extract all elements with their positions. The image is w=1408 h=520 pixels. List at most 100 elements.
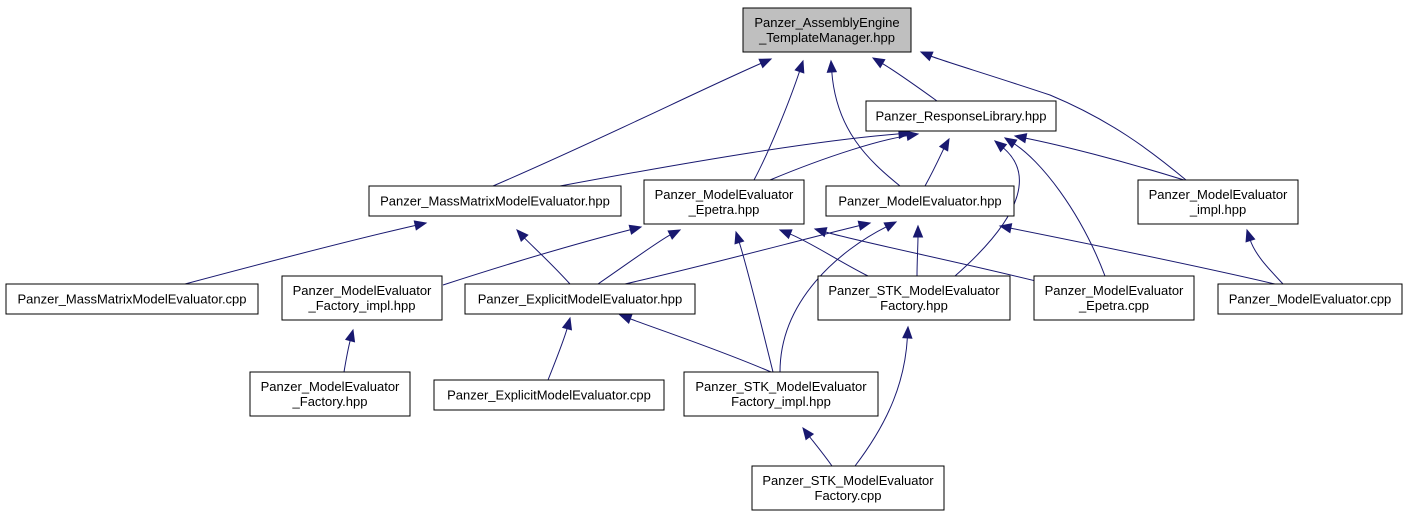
arrowhead-resp-to-root [871,57,886,69]
edge-mecpp-to-me [1009,227,1276,285]
node-explh[interactable]: Panzer_ExplicitModelEvaluator.hpp [464,283,696,315]
edge-masscpp-to-massh [184,224,417,285]
edge-stkfh-to-resp [954,146,1020,277]
arrowhead-explcpp-to-explh [561,316,573,331]
edge-massh-to-resp [559,133,901,187]
node-box-masscpp[interactable] [5,283,259,315]
node-label-me-0: Panzer_ModelEvaluator.hpp [838,194,1001,209]
node-box-explh[interactable] [464,283,696,315]
node-meimpl[interactable]: Panzer_ModelEvaluator_impl.hpp [1137,179,1299,225]
arrowhead-massh-to-root [758,58,773,69]
node-label-explh-0: Panzer_ExplicitModelEvaluator.hpp [478,292,683,307]
node-box-mecpp[interactable] [1217,283,1403,315]
node-box-meimpl[interactable] [1137,179,1299,225]
node-label-stkfi-1: Factory_impl.hpp [731,394,831,409]
arrowhead-mecpp-to-me [998,223,1013,234]
node-massh[interactable]: Panzer_MassMatrixModelEvaluator.hpp [368,185,622,217]
node-label-stkfh-0: Panzer_STK_ModelEvaluator [828,283,1000,298]
edge-stkfh-to-me [916,235,919,277]
edge-meimpl-to-resp [1024,137,1185,181]
node-box-resp[interactable] [865,100,1057,132]
arrowhead-meepcpp-to-resp [1003,137,1018,149]
node-masscpp[interactable]: Panzer_MassMatrixModelEvaluator.cpp [5,283,259,315]
edge-resp-to-root [881,62,938,102]
edge-me-to-root [831,70,901,187]
node-me[interactable]: Panzer_ModelEvaluator.hpp [825,185,1015,217]
edge-explh-to-me [624,224,861,285]
node-box-stkfcpp[interactable] [751,465,945,511]
node-mefi[interactable]: Panzer_ModelEvaluator_Factory_impl.hpp [281,275,443,321]
node-label-mefi-1: _Factory_impl.hpp [308,298,416,313]
arrowhead-mefi-to-meep [628,224,643,235]
node-label-masscpp-0: Panzer_MassMatrixModelEvaluator.cpp [17,292,246,307]
node-label-meep-1: _Epetra.hpp [688,202,760,217]
node-root[interactable]: Panzer_AssemblyEngine_TemplateManager.hp… [742,7,912,53]
node-label-stkfcpp-1: Factory.cpp [815,488,882,503]
edge-explcpp-to-explh [547,327,568,381]
node-box-me[interactable] [825,185,1015,217]
arrowhead-explh-to-meep [667,229,682,240]
arrowhead-stkfcpp-to-stkfi [802,426,815,441]
node-box-stkfh[interactable] [817,275,1011,321]
arrowhead-stkfi-to-me [883,221,898,232]
node-box-stkfi[interactable] [683,371,879,417]
node-meep[interactable]: Panzer_ModelEvaluator_Epetra.hpp [643,179,805,225]
node-label-mef-1: _Factory.hpp [292,394,368,409]
node-box-mef[interactable] [249,371,411,417]
node-label-meep-0: Panzer_ModelEvaluator [655,187,794,202]
edge-mecpp-to-meimpl [1249,239,1284,285]
edge-stkfi-to-me [779,226,888,373]
arrowhead-stkfi-to-meep [734,230,745,245]
node-box-meepcpp[interactable] [1033,275,1195,321]
arrowhead-me-to-root [826,59,838,73]
node-explcpp[interactable]: Panzer_ExplicitModelEvaluator.cpp [433,379,665,411]
node-label-meimpl-1: _impl.hpp [1189,202,1246,217]
node-box-massh[interactable] [368,185,622,217]
arrowhead-stkfi-to-explh [618,314,633,324]
node-label-massh-0: Panzer_MassMatrixModelEvaluator.hpp [380,194,610,209]
edge-mefi-to-meep [442,228,632,286]
node-box-meep[interactable] [643,179,805,225]
node-resp[interactable]: Panzer_ResponseLibrary.hpp [865,100,1057,132]
node-mecpp[interactable]: Panzer_ModelEvaluator.cpp [1217,283,1403,315]
arrowhead-meimpl-to-resp [1013,133,1028,144]
node-box-root[interactable] [742,7,912,53]
arrowhead-masscpp-to-massh [413,220,428,231]
node-label-mef-0: Panzer_ModelEvaluator [261,379,400,394]
edge-massh-to-root [492,62,763,187]
node-label-meepcpp-1: _Epetra.cpp [1078,298,1149,313]
edge-mef-to-mefi [343,339,351,373]
node-label-resp-0: Panzer_ResponseLibrary.hpp [875,109,1046,124]
node-label-mecpp-0: Panzer_ModelEvaluator.cpp [1229,292,1392,307]
edge-stkfi-to-explh [629,318,772,373]
edges-layer [184,51,1284,467]
node-stkfi[interactable]: Panzer_STK_ModelEvaluatorFactory_impl.hp… [683,371,879,417]
edge-stkfh-to-meep [789,233,869,277]
edge-me-to-resp [924,147,945,187]
edge-meep-to-resp [769,135,909,181]
node-label-meepcpp-0: Panzer_ModelEvaluator [1045,283,1184,298]
node-label-stkfh-1: Factory.hpp [880,298,948,313]
arrowhead-stkfcpp-to-stkfh [902,325,913,339]
arrowhead-meep-to-root [794,59,805,74]
edge-meepcpp-to-meep [824,231,1049,285]
arrowhead-me-to-resp [938,137,950,152]
node-label-meimpl-0: Panzer_ModelEvaluator [1149,187,1288,202]
node-box-explcpp[interactable] [433,379,665,411]
arrowhead-explh-to-massh [516,229,529,242]
node-label-stkfcpp-0: Panzer_STK_ModelEvaluator [762,473,934,488]
arrowhead-meimpl-to-root [919,51,934,62]
node-box-mefi[interactable] [281,275,443,321]
edge-stkfi-to-meep [738,241,774,373]
edge-explh-to-meep [597,234,672,285]
node-label-explcpp-0: Panzer_ExplicitModelEvaluator.cpp [447,388,651,403]
edge-explh-to-massh [523,236,571,285]
node-mef[interactable]: Panzer_ModelEvaluator_Factory.hpp [249,371,411,417]
arrowhead-explh-to-me [857,220,872,231]
node-label-root-0: Panzer_AssemblyEngine [754,15,899,30]
node-meepcpp[interactable]: Panzer_ModelEvaluator_Epetra.cpp [1033,275,1195,321]
